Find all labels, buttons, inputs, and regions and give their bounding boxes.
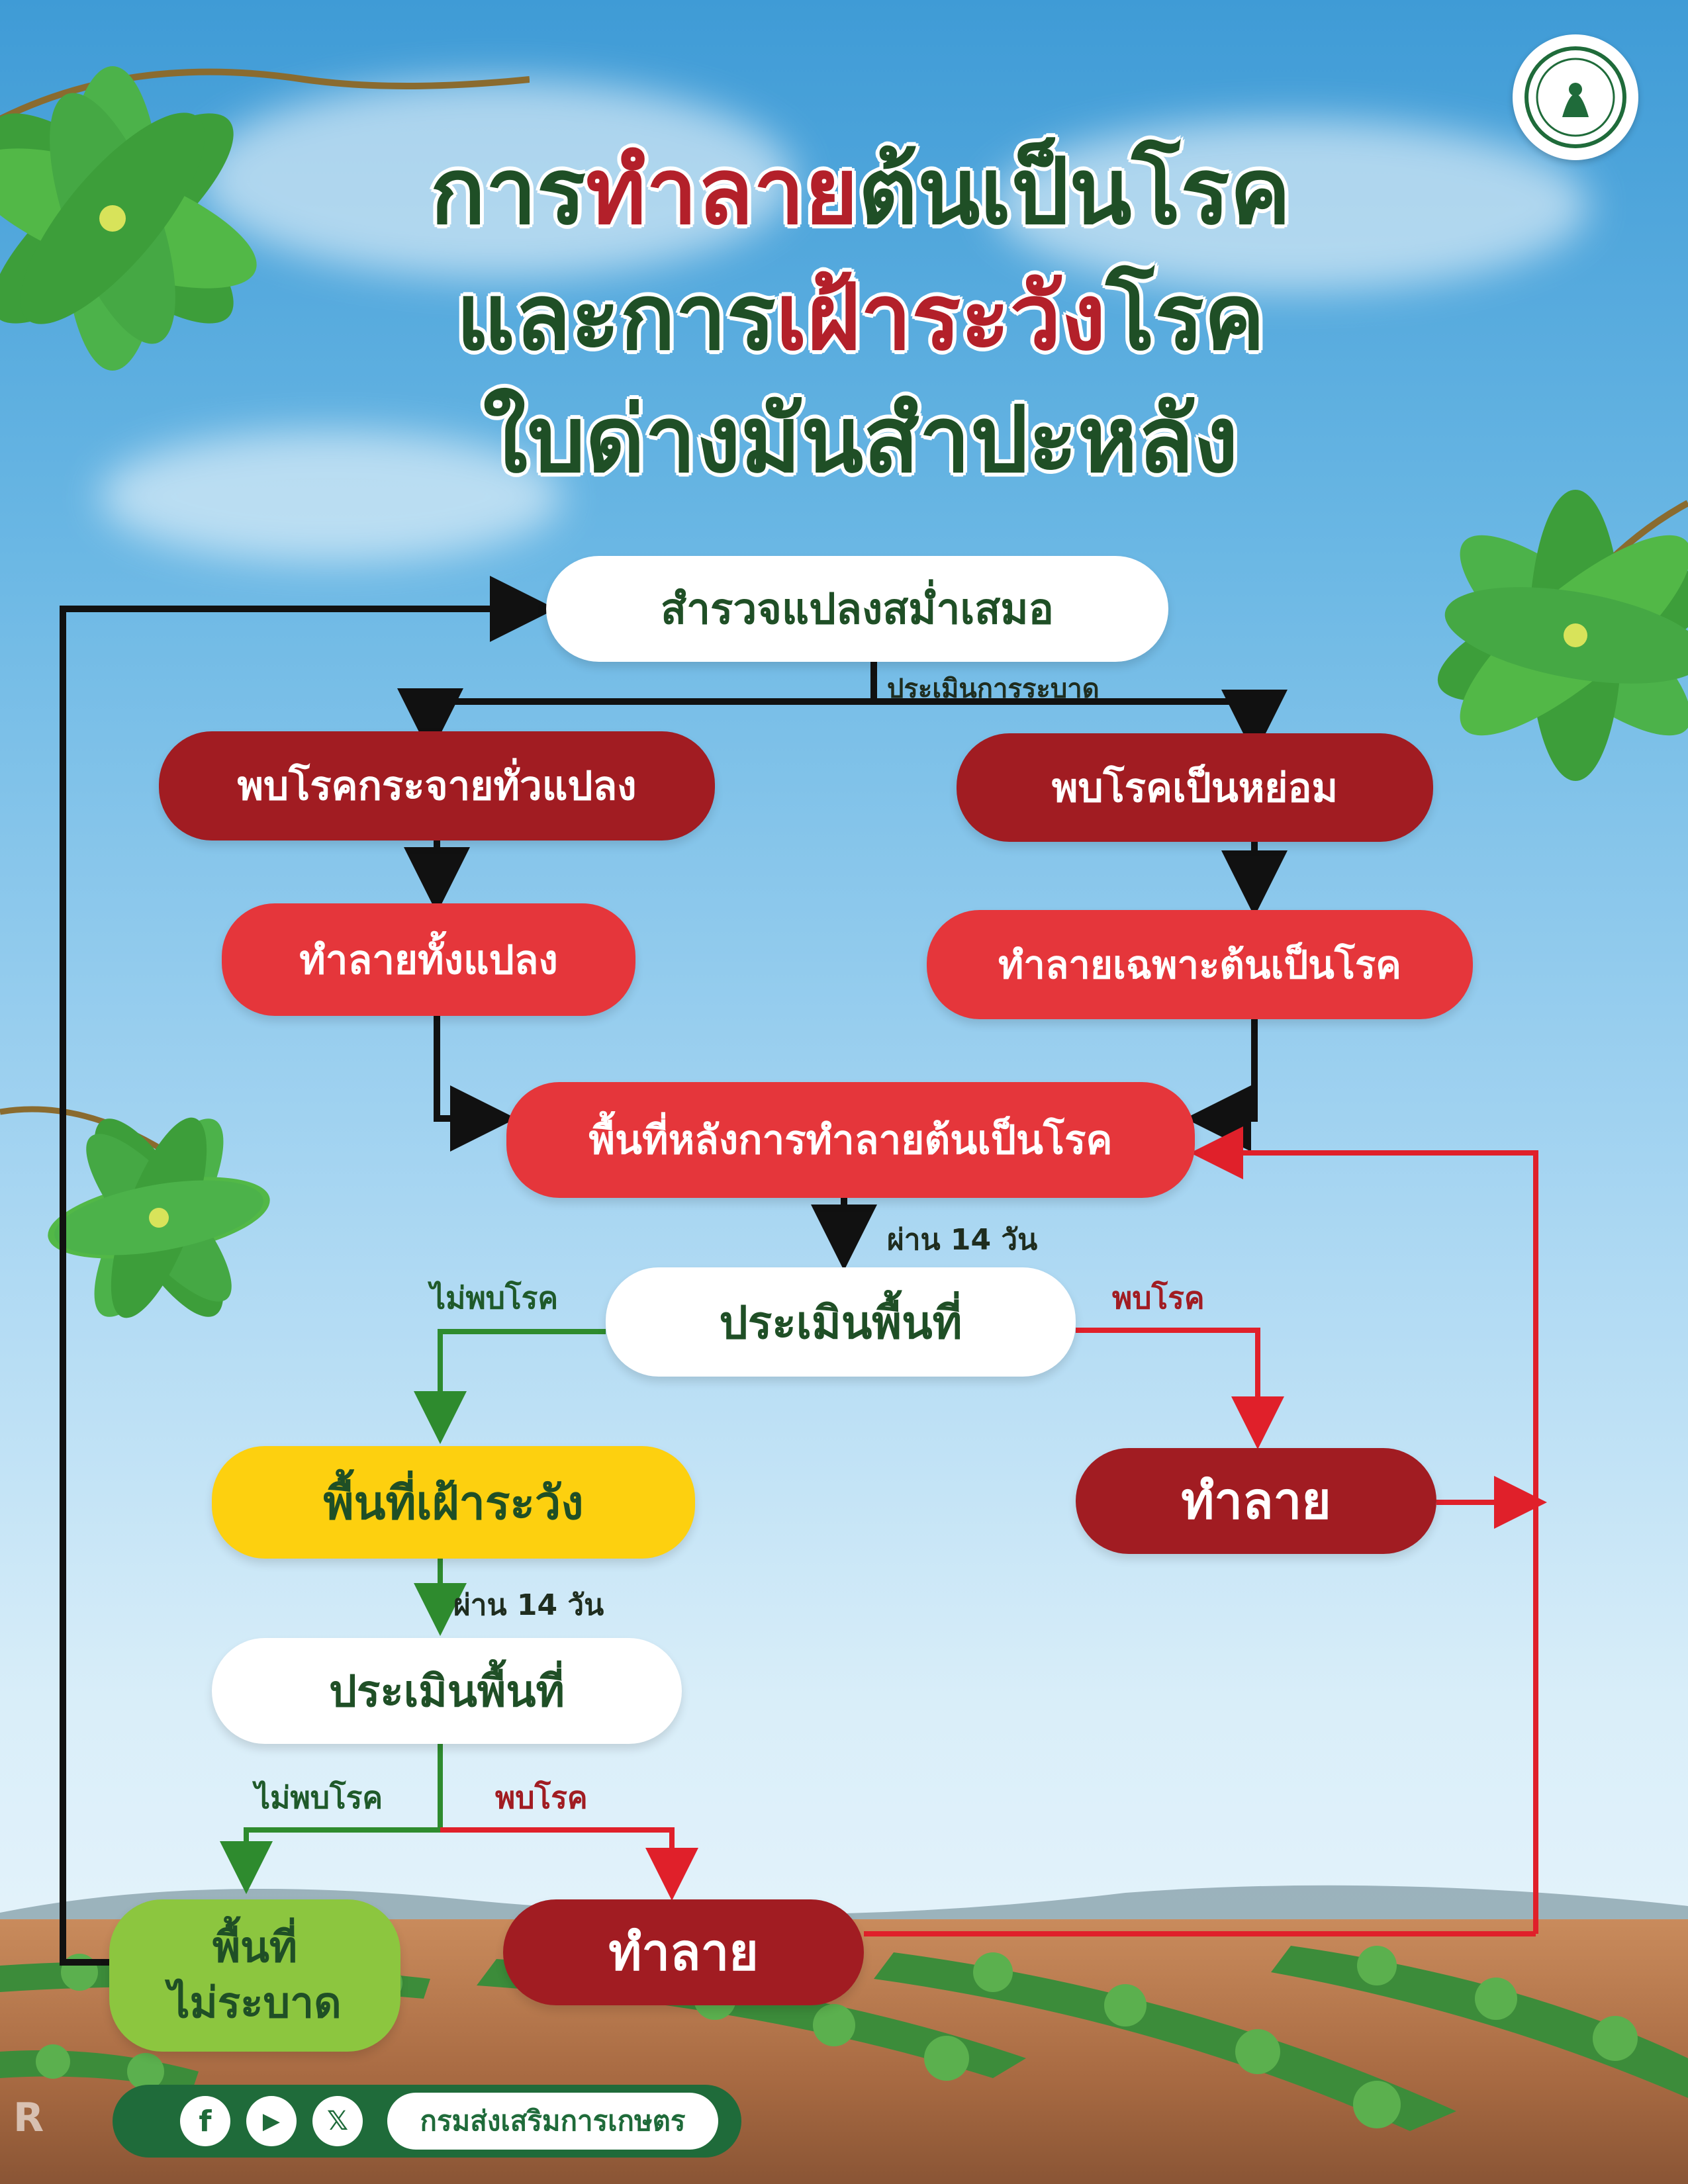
cassava-leaf-top-left-illustration	[0, 66, 530, 371]
cloud	[993, 119, 1589, 291]
node-destroy-bottom: ทำลาย	[503, 1899, 864, 2005]
label-after-14-days-b: ผ่าน 14 วัน	[453, 1588, 604, 1622]
youtube-icon[interactable]: ▶	[246, 2096, 297, 2146]
node-assess-area-1: ประเมินพื้นที่	[606, 1267, 1076, 1377]
facebook-icon[interactable]: f	[180, 2096, 230, 2146]
node-text: ไม่ระบาด	[168, 1979, 342, 2028]
node-area-after-destruction: พื้นที่หลังการทำลายต้นเป็นโรค	[506, 1082, 1195, 1198]
node-destroy-right: ทำลาย	[1076, 1448, 1436, 1554]
title-line-1: การทำลายต้นเป็นโรค	[331, 136, 1390, 248]
title-part: และการ	[455, 264, 776, 371]
connector	[414, 1329, 606, 1444]
connector	[440, 1827, 698, 1901]
node-disease-found-in-patches: พบโรคเป็นหย่อม	[957, 733, 1433, 842]
label-no-disease-a: ไม่พบโรค	[430, 1280, 559, 1316]
department-seal-logo	[1513, 34, 1638, 160]
title-part: ต้นเป็นโรค	[858, 138, 1291, 245]
node-disease-spread-whole-field: พบโรคกระจายทั่วแปลง	[159, 731, 715, 841]
organization-name: กรมส่งเสริมการเกษตร	[387, 2093, 718, 2150]
connector	[220, 1744, 443, 1894]
title-line-3: ใบด่างมันสำปะหลัง	[483, 387, 1239, 493]
label-after-14-days-a: ผ่าน 14 วัน	[887, 1223, 1038, 1257]
label-disease-found-a: พบโรค	[1112, 1280, 1205, 1316]
connector	[1185, 1019, 1258, 1152]
cassava-leaf-right-illustration	[1437, 490, 1688, 781]
cassava-leaf-mid-left-illustration	[0, 1106, 270, 1318]
watermark-logo: R	[13, 2095, 44, 2141]
node-text: พื้นที่	[212, 1923, 298, 1972]
title-part: การ	[430, 138, 586, 245]
cloud	[199, 79, 794, 278]
label-assess-outbreak: ประเมินการระบาด	[887, 674, 1100, 704]
cloud	[99, 430, 563, 563]
title-highlight: เฝ้าระวัง	[775, 264, 1106, 371]
node-assess-area-2: ประเมินพื้นที่	[212, 1638, 682, 1744]
title-line-2: และการเฝ้าระวังโรค	[331, 261, 1390, 374]
connector	[1076, 1328, 1284, 1449]
title-highlight: ทำลาย	[586, 138, 859, 245]
connector	[434, 1016, 516, 1152]
node-destroy-infected-plants-only: ทำลายเฉพาะต้นเป็นโรค	[927, 910, 1473, 1019]
connector	[60, 576, 556, 1966]
node-destroy-whole-field: ทำลายทั้งแปลง	[222, 903, 635, 1016]
node-survey-regularly: สำรวจแปลงสม่ำเสมอ	[546, 556, 1168, 662]
node-outbreak-free-area: พื้นที่ ไม่ระบาด	[109, 1899, 400, 2052]
label-disease-found-b: พบโรค	[495, 1780, 588, 1815]
title-part: โรค	[1105, 264, 1265, 371]
node-surveillance-area: พื้นที่เฝ้าระวัง	[212, 1446, 695, 1559]
label-no-disease-b: ไม่พบโรค	[255, 1780, 383, 1815]
x-icon[interactable]: 𝕏	[312, 2096, 363, 2146]
connector	[1190, 1126, 1538, 1934]
